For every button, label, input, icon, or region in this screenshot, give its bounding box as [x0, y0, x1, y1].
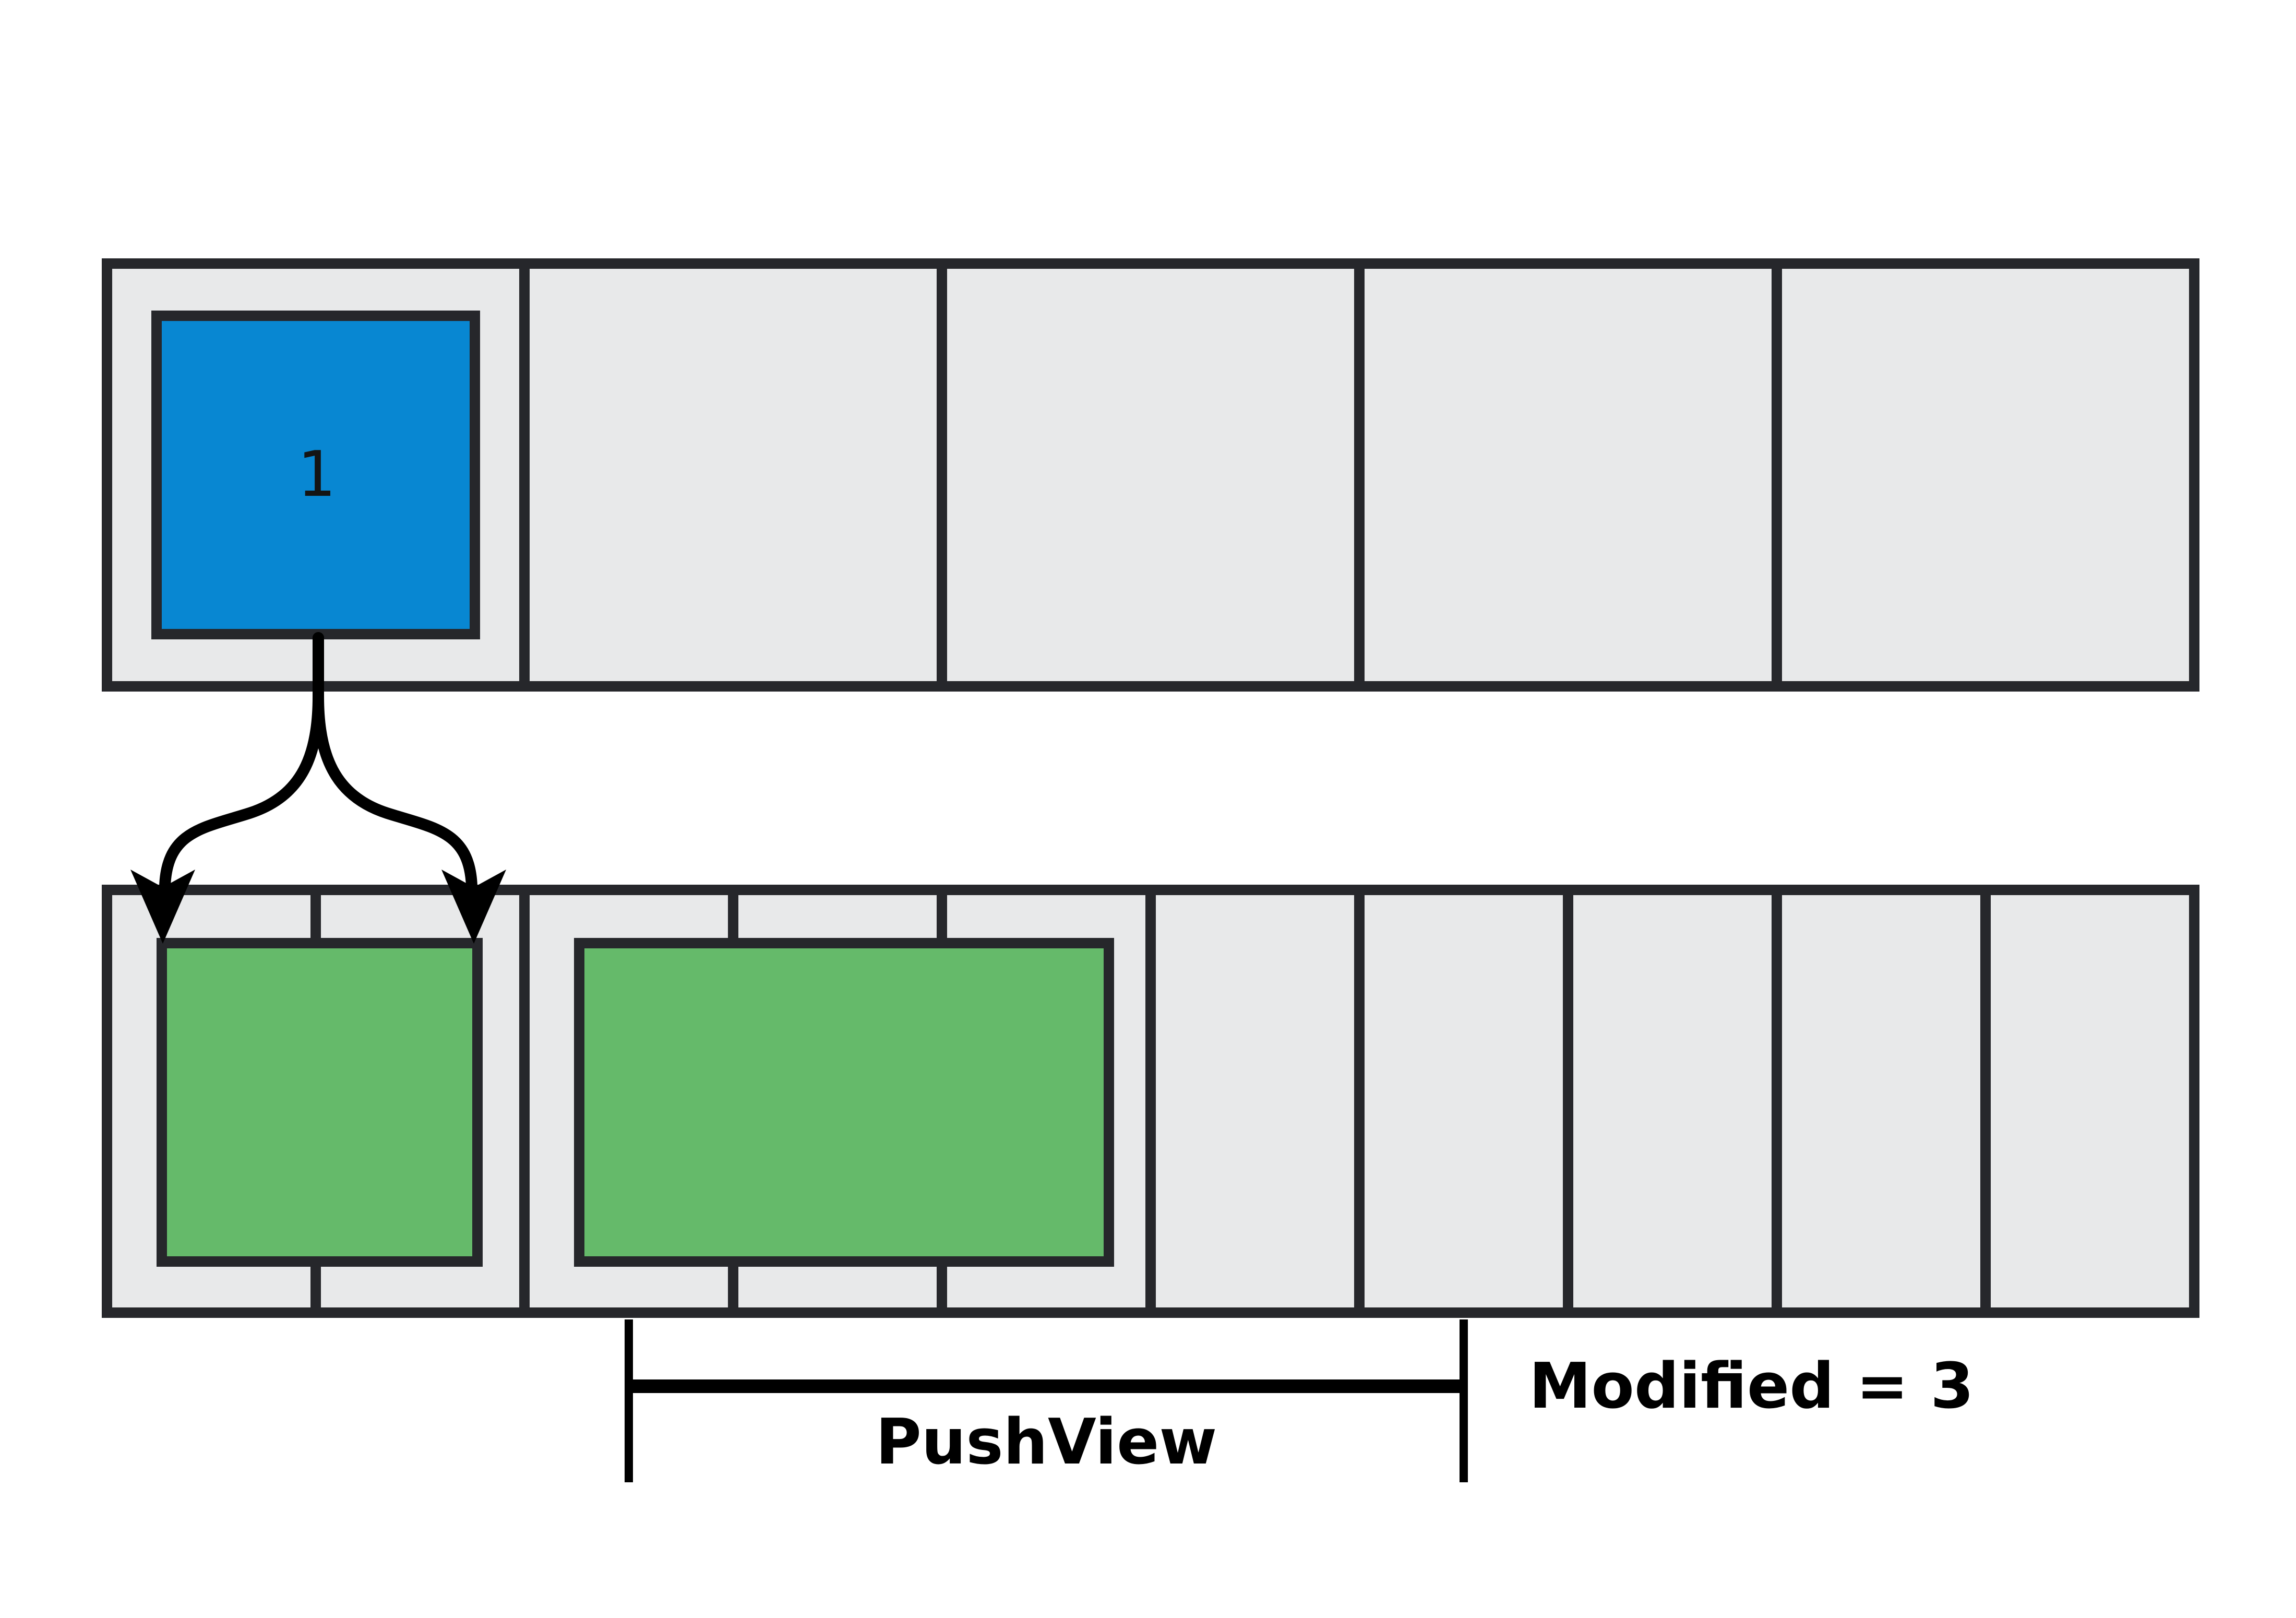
- array-cell: [1573, 895, 1772, 1307]
- blue-block-label: 1: [296, 438, 335, 511]
- array-cell: [1782, 895, 1980, 1307]
- top-array-row: 1: [102, 258, 2199, 692]
- array-cell: 1: [112, 269, 519, 681]
- array-cell: [530, 269, 937, 681]
- blue-block: 1: [151, 311, 480, 639]
- green-block-1: [157, 938, 483, 1267]
- array-cell: [1365, 269, 1772, 681]
- modified-label: Modified = 3: [1529, 1350, 1974, 1423]
- array-cell: [1365, 895, 1563, 1307]
- bracket-left-tick: [625, 1319, 633, 1482]
- bracket-bar: [625, 1379, 1468, 1393]
- bracket-right-tick: [1460, 1319, 1468, 1482]
- array-cell: [1156, 895, 1354, 1307]
- array-cell: [1991, 895, 2189, 1307]
- green-block-2: [574, 938, 1114, 1267]
- array-cell: [947, 269, 1354, 681]
- pushview-label: PushView: [875, 1406, 1217, 1479]
- array-cell: [1782, 269, 2189, 681]
